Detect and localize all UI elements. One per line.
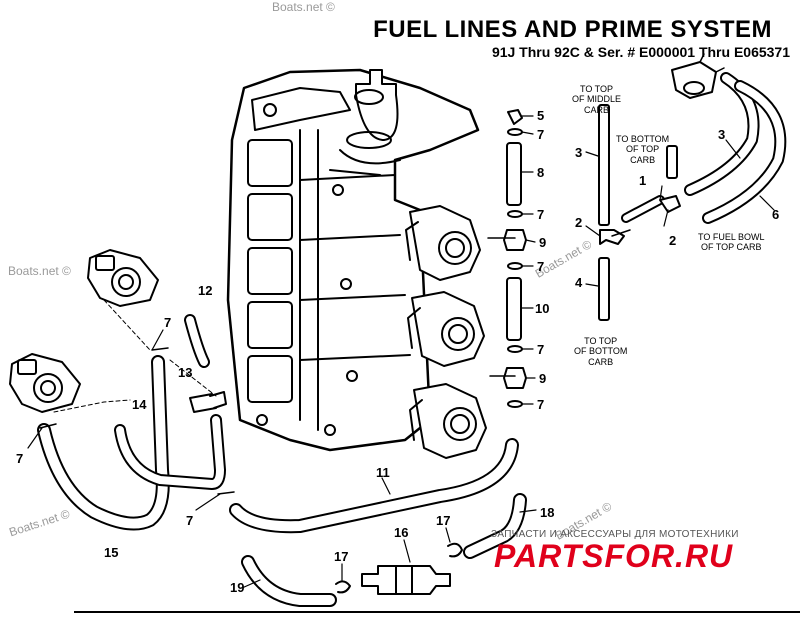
page-title: FUEL LINES AND PRIME SYSTEM bbox=[373, 16, 772, 43]
note-to-top-of-middle-carb: TO TOP OF MIDDLE CARB bbox=[572, 84, 622, 115]
carburetor-bottom bbox=[409, 383, 487, 459]
engine-block bbox=[226, 68, 480, 452]
page-subtitle: 91J Thru 92C & Ser. # E000001 Thru E0653… bbox=[491, 44, 790, 60]
center-line-stack bbox=[487, 109, 527, 408]
callout-7: 7 bbox=[16, 451, 24, 466]
fuel-pump-lower bbox=[9, 353, 81, 413]
callout-13: 13 bbox=[178, 365, 193, 380]
callout-7: 7 bbox=[164, 315, 172, 330]
hose-12 bbox=[184, 314, 210, 368]
callout-6: 6 bbox=[772, 207, 780, 222]
hose-14 bbox=[114, 414, 226, 490]
callout-11: 11 bbox=[376, 465, 390, 480]
clamps-17 bbox=[335, 527, 463, 594]
hose-6 bbox=[702, 80, 787, 224]
hose-19 bbox=[241, 555, 337, 607]
callout-4: 4 bbox=[575, 275, 583, 290]
callout-18: 18 bbox=[540, 505, 555, 520]
callout-7: 7 bbox=[537, 342, 545, 357]
watermark-brand-logo: PARTSFOR.RU bbox=[494, 538, 734, 574]
callout-12: 12 bbox=[198, 283, 213, 298]
primer-line-lower bbox=[598, 257, 610, 321]
clamps-left bbox=[27, 329, 235, 511]
watermark-boats-net-left: Boats.net © bbox=[8, 264, 71, 278]
callout-3: 3 bbox=[718, 127, 726, 142]
note-to-fuel-bowl-of-top-carb: TO FUEL BOWL OF TOP CARB bbox=[698, 232, 765, 253]
phantom-lines bbox=[53, 299, 217, 413]
callout-7: 7 bbox=[537, 207, 545, 222]
callout-2: 2 bbox=[575, 215, 583, 230]
callout-7: 7 bbox=[537, 259, 545, 274]
callout-14: 14 bbox=[132, 397, 147, 412]
callout-17: 17 bbox=[436, 513, 451, 528]
leader-lines-right bbox=[585, 139, 775, 287]
fuel-pump-upper bbox=[87, 249, 159, 307]
callout-1: 1 bbox=[639, 173, 647, 188]
callout-10: 10 bbox=[535, 301, 550, 316]
callout-7: 7 bbox=[537, 127, 545, 142]
hose-15 bbox=[37, 355, 170, 531]
primer-line-upper bbox=[598, 104, 631, 245]
callout-3: 3 bbox=[575, 145, 583, 160]
primer-tee-right bbox=[621, 145, 681, 227]
callout-19: 19 bbox=[230, 580, 245, 595]
page-footer-rule bbox=[74, 611, 800, 622]
carburetor-top bbox=[405, 205, 481, 281]
hose-11 bbox=[229, 438, 519, 534]
leader-lines-center bbox=[521, 115, 536, 405]
callout-15: 15 bbox=[104, 545, 119, 560]
callout-17: 17 bbox=[334, 549, 349, 564]
hose-18 bbox=[463, 493, 537, 559]
fuel-filter-16 bbox=[361, 539, 451, 595]
callout-16: 16 bbox=[394, 525, 409, 540]
watermark-boats-net-top: Boats.net © bbox=[272, 0, 335, 14]
callout-5: 5 bbox=[537, 108, 545, 123]
callout-2: 2 bbox=[669, 233, 677, 248]
fitting-13 bbox=[189, 391, 227, 413]
carburetor-middle bbox=[407, 291, 485, 367]
callout-7: 7 bbox=[186, 513, 194, 528]
callout-8: 8 bbox=[537, 165, 545, 180]
callout-9: 9 bbox=[539, 235, 547, 250]
note-to-bottom-of-top-carb: TO BOTTOM OF TOP CARB bbox=[616, 134, 670, 165]
note-to-top-of-bottom-carb: TO TOP OF BOTTOM CARB bbox=[574, 336, 628, 367]
primer-bulb-top bbox=[671, 53, 725, 99]
watermark-brand-subtitle: ЗАПЧАСТИ И АКСЕССУАРЫ ДЛЯ МОТОТЕХНИКИ bbox=[491, 529, 739, 540]
callout-7: 7 bbox=[537, 397, 545, 412]
callout-9: 9 bbox=[539, 371, 547, 386]
